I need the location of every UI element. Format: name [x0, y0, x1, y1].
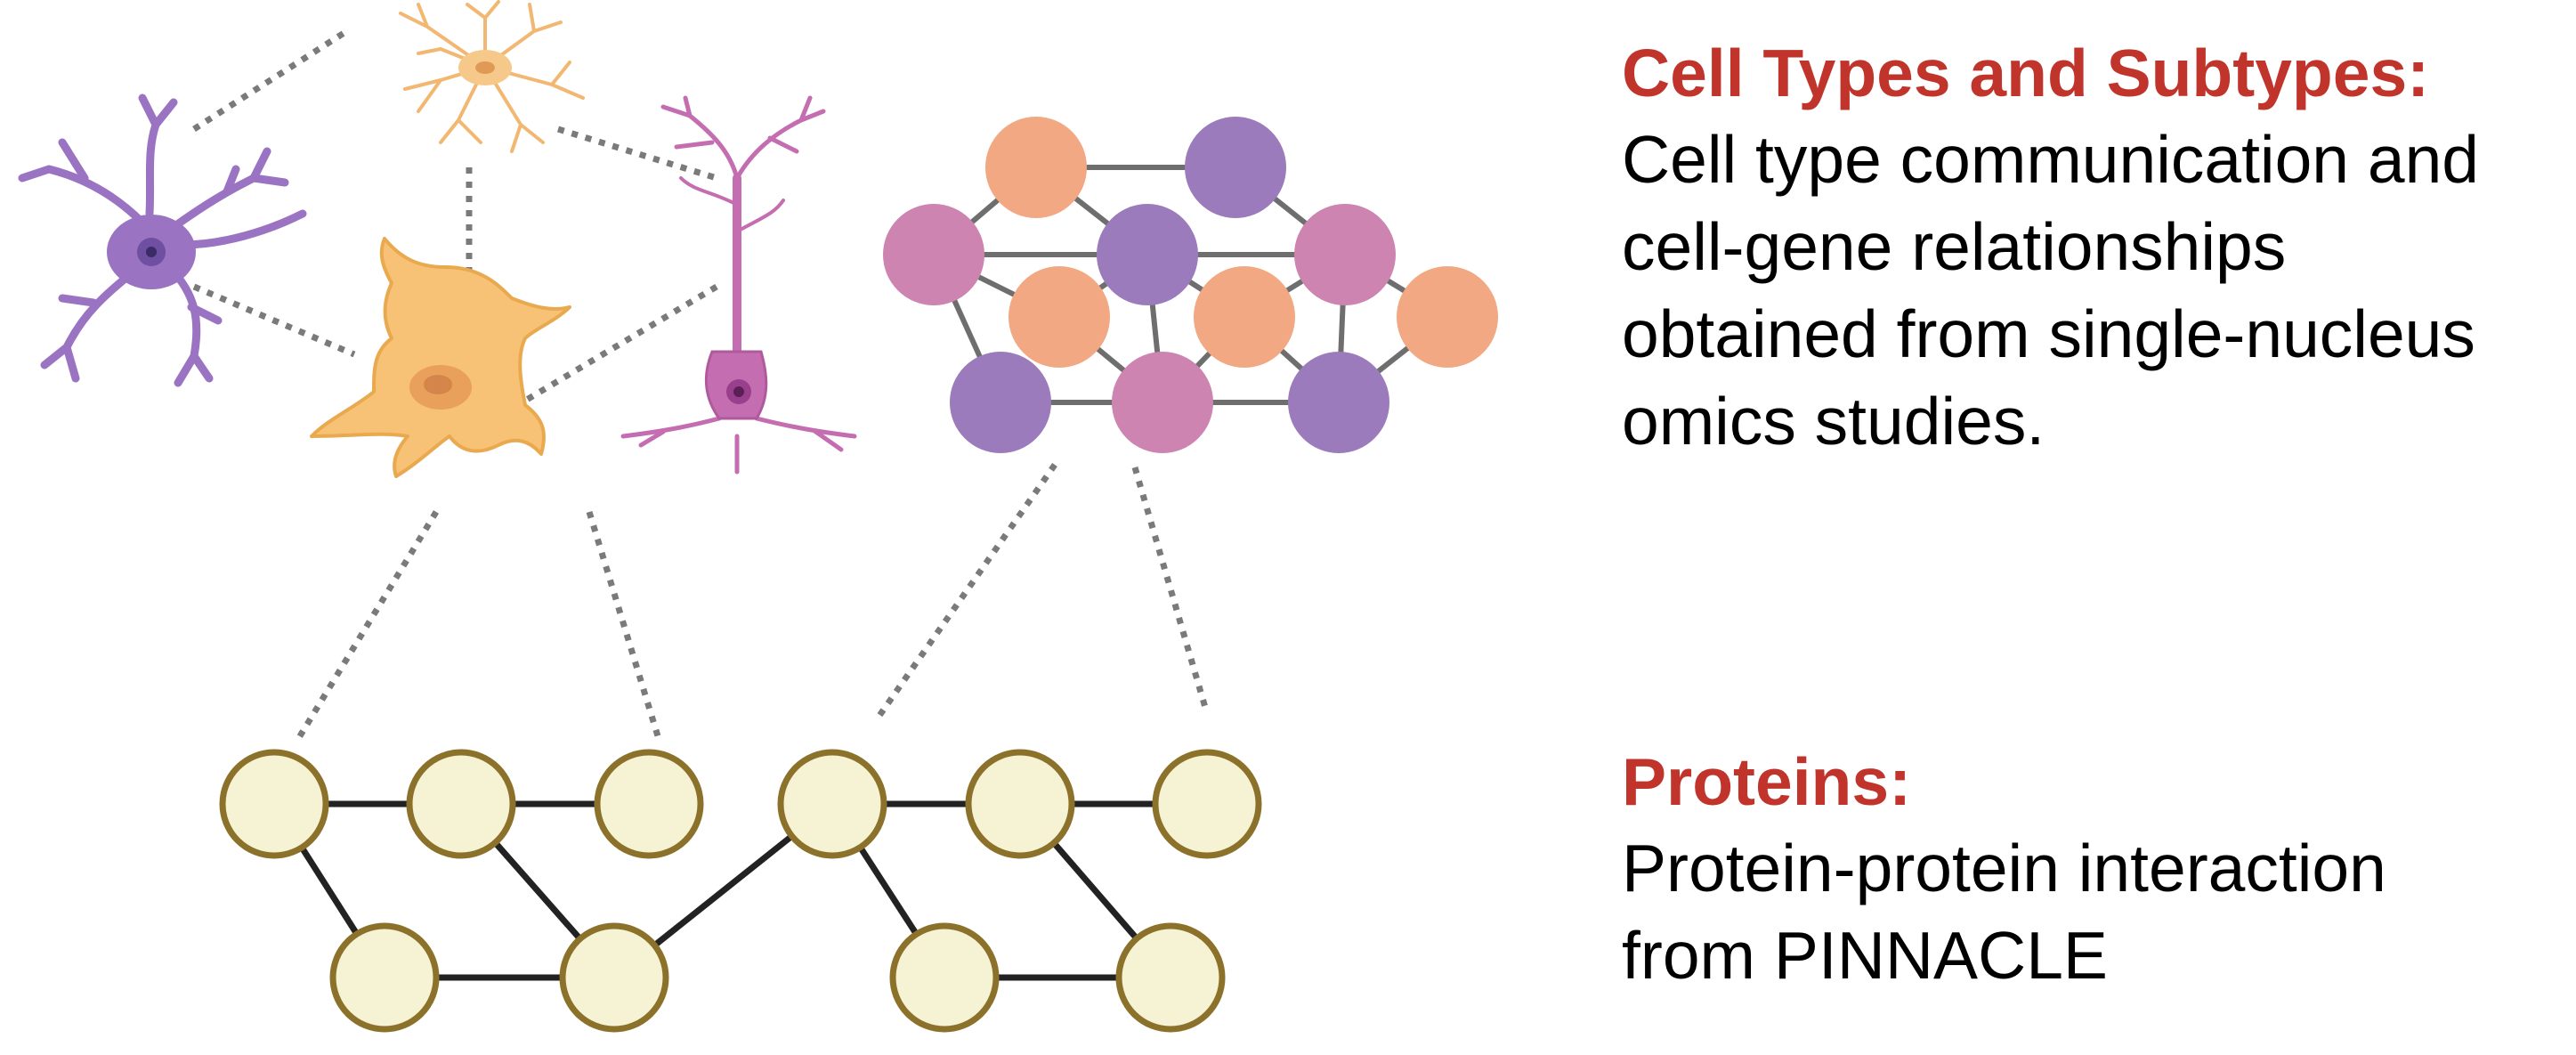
dotted-connector [296, 510, 439, 741]
protein-network-node [594, 749, 704, 859]
protein-network-node [219, 749, 329, 859]
protein-network-node [777, 749, 887, 859]
cell-network-nodes [883, 117, 1498, 453]
dotted-connector [192, 283, 356, 358]
proteins-heading: Proteins: [1622, 744, 1912, 819]
cell-network-node [950, 352, 1051, 453]
cell-network-node [883, 204, 984, 305]
proteins-description-line: Protein-protein interaction [1622, 831, 2386, 905]
protein-network-node [329, 922, 440, 1033]
protein-network-node [559, 922, 669, 1033]
cell-network-node [1397, 266, 1498, 368]
protein-network-nodes [219, 749, 1262, 1033]
cell-network-node [1185, 117, 1286, 218]
cell-types-description-line: obtained from single-nucleus [1622, 296, 2475, 371]
proteins-description-line: from PINNACLE [1622, 918, 2108, 993]
cell-network-node [1294, 204, 1396, 305]
cell-types-text-block: Cell Types and Subtypes: Cell type commu… [1622, 30, 2576, 465]
dotted-connector [523, 283, 718, 404]
cell-network-node [1097, 204, 1198, 305]
cell-network-node [1194, 266, 1295, 368]
cell-network-node [985, 117, 1087, 218]
protein-network-node [965, 749, 1075, 859]
cell-network-node [1288, 352, 1389, 453]
cell-network-node [1009, 266, 1110, 368]
dotted-connector [1131, 467, 1210, 711]
cell-types-description-line: omics studies. [1622, 384, 2045, 459]
pink-pyramidal-neuron-icon [620, 95, 857, 475]
protein-network-node [1115, 922, 1226, 1033]
dotted-connector [586, 510, 662, 741]
purple-multipolar-neuron-icon [18, 93, 307, 387]
dotted-connector [874, 462, 1057, 722]
protein-network-node [1152, 749, 1262, 859]
dotted-connector [556, 126, 718, 182]
cell-types-description-line: Cell type communication and [1622, 122, 2479, 197]
protein-network-node [889, 922, 1000, 1033]
cell-network-node [1112, 352, 1213, 453]
orange-glial-cell-icon [310, 237, 571, 478]
orange-astrocyte-small-icon [399, 0, 585, 153]
dotted-connector [192, 29, 347, 132]
proteins-text-block: Proteins: Protein-protein interaction fr… [1622, 739, 2576, 999]
cell-types-description-line: cell-gene relationships [1622, 209, 2287, 284]
protein-network-node [406, 749, 516, 859]
cell-types-heading: Cell Types and Subtypes: [1622, 36, 2430, 110]
